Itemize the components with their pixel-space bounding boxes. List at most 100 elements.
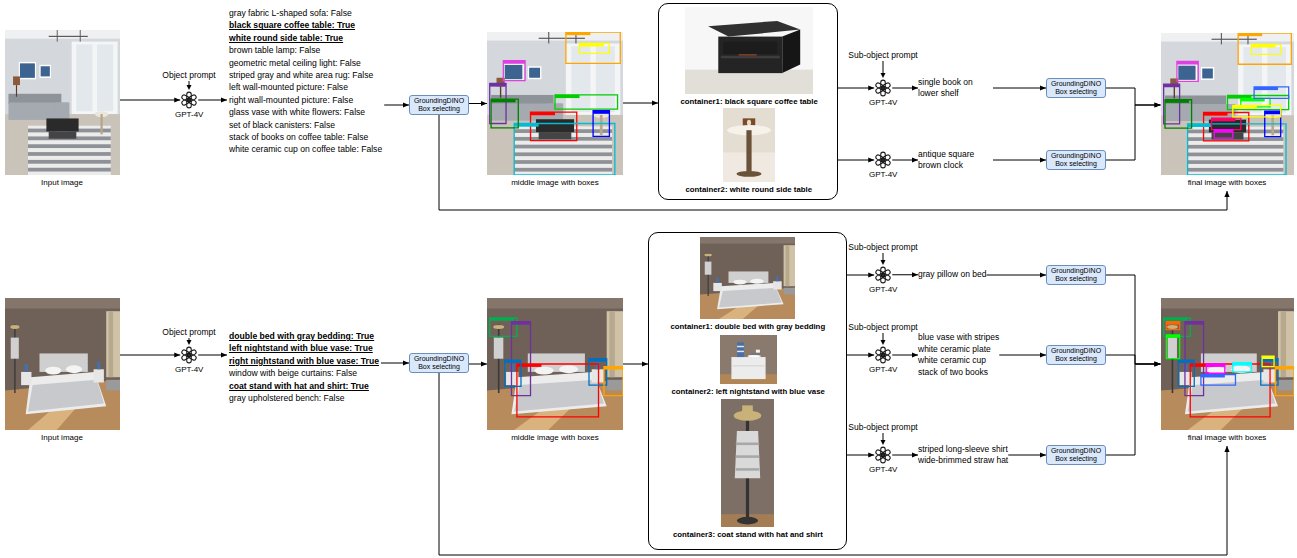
object-line: gray fabric L-shaped sofa: False <box>229 7 382 19</box>
detection-box <box>579 43 609 53</box>
connector <box>892 352 918 357</box>
detection-box <box>1232 363 1251 372</box>
image-node: container1: black square coffee table <box>681 7 818 107</box>
connector-line <box>120 355 181 356</box>
object-line: brown table lamp: False <box>229 44 382 56</box>
photo-shape <box>1200 67 1213 80</box>
photo-shape <box>79 30 81 42</box>
connector <box>1106 102 1161 160</box>
sub-object-line: white ceramic plate <box>918 344 999 356</box>
photo-shape <box>1275 367 1294 370</box>
photo-shape <box>1200 375 1224 378</box>
arrow-head <box>868 352 874 357</box>
photo-shape <box>535 367 554 375</box>
connector-line <box>993 160 1046 161</box>
box-label: GroundingDINO Box selecting <box>1049 347 1103 363</box>
icon-petal <box>875 154 885 162</box>
image-node: middle image with boxes <box>487 32 623 188</box>
photo-frame <box>685 7 813 94</box>
connector <box>892 85 918 90</box>
detection-box <box>490 318 517 336</box>
model-label: GPT-4V <box>869 170 897 180</box>
photo-shape <box>28 152 111 156</box>
arrow-head <box>481 101 487 106</box>
photo <box>685 7 813 94</box>
photo-shape <box>559 365 578 373</box>
photo-shape <box>1202 69 1213 79</box>
photo-shape <box>1183 364 1187 372</box>
sub-object-line: single book on lower shelf <box>918 77 993 100</box>
detection-box <box>1214 130 1233 139</box>
photo-frame <box>723 108 775 182</box>
photo <box>720 335 777 384</box>
connector <box>381 360 409 365</box>
arrow-head <box>881 440 886 445</box>
photo-shape <box>40 66 49 76</box>
photo-shape <box>48 36 87 37</box>
connector <box>469 361 487 366</box>
image-node: container3: coat stand with hat and shir… <box>673 399 823 540</box>
photo-shape <box>529 68 540 78</box>
detection-box <box>1227 95 1288 109</box>
photo-shape <box>548 32 549 43</box>
photo-shape <box>685 7 813 94</box>
photo <box>700 237 795 319</box>
photo-shape <box>487 32 623 175</box>
detection-box <box>514 124 615 175</box>
arrow-head <box>481 361 487 366</box>
connector <box>120 352 181 357</box>
photo-shape <box>28 144 111 148</box>
photo-shape <box>731 357 765 379</box>
detection-box <box>1178 360 1194 386</box>
photo-shape <box>1203 113 1227 116</box>
object-line: right wall-mounted picture: False <box>229 94 382 106</box>
photo-shape <box>487 298 623 309</box>
sub-object-line: wide-brimmed straw hat <box>918 455 1008 467</box>
object-line: coat stand with hat and shirt: True <box>229 380 379 392</box>
photo-shape <box>93 369 103 382</box>
photo-shape <box>1211 118 1235 121</box>
photo-shape <box>700 237 795 244</box>
connector <box>1106 361 1161 455</box>
photo-shape <box>600 115 603 135</box>
photo-shape <box>746 130 751 171</box>
photo-shape <box>1232 363 1251 366</box>
photo-shape <box>737 351 744 352</box>
connector <box>993 85 1046 90</box>
arrow-head <box>912 157 918 162</box>
photo-shape <box>28 168 111 172</box>
object-list: double bed with gray bedding: Trueleft n… <box>227 330 381 404</box>
photo-shape <box>743 405 754 415</box>
sub-object-line: blue vase with stripes <box>918 332 999 344</box>
photo-shape <box>751 353 760 355</box>
photo-shape <box>19 63 34 78</box>
photo-shape <box>724 42 778 54</box>
photo-shape <box>503 63 523 80</box>
photo-shape <box>5 298 120 430</box>
photo-shape <box>1232 105 1256 108</box>
icon-frame <box>874 266 892 284</box>
model-label: GPT-4V <box>869 285 897 295</box>
photo <box>1161 298 1294 430</box>
detection-box <box>1275 367 1294 396</box>
photo-shape <box>1267 361 1271 369</box>
image-node: container2: left nightstand with blue va… <box>672 335 825 397</box>
detection-box <box>604 367 623 396</box>
photo-shape <box>700 237 795 319</box>
container-box: container1: double bed with gray bedding… <box>648 232 847 550</box>
photo-shape <box>539 38 585 39</box>
photo-shape <box>782 30 800 74</box>
photo-shape <box>1206 364 1225 367</box>
photo-shape <box>723 108 775 182</box>
detection-box <box>1262 356 1274 367</box>
photo-shape <box>56 30 58 42</box>
photo-shape <box>747 120 751 126</box>
prompt-label: Object prompt <box>162 70 215 80</box>
photo-shape <box>514 160 612 164</box>
photo-shape <box>500 86 501 97</box>
grounding-box: GroundingDINO Box selecting <box>409 95 469 115</box>
photo-shape <box>1251 44 1275 47</box>
photo-shape <box>736 455 759 458</box>
photo-frame <box>721 399 774 527</box>
photo-shape <box>1254 87 1278 90</box>
